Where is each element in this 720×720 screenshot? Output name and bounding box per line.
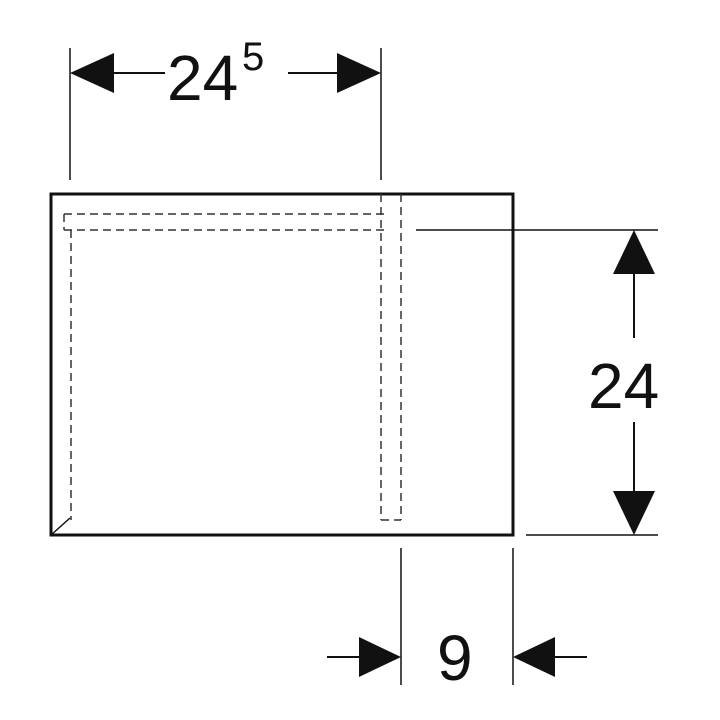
corner-chamfer <box>50 517 71 536</box>
body-outline <box>49 192 515 537</box>
hidden-compartment <box>63 194 402 521</box>
arrowhead-in <box>359 637 401 677</box>
arrowhead-out <box>513 637 555 677</box>
depth-value: 9 <box>437 622 473 694</box>
arrowhead-left <box>70 53 114 93</box>
width-superscript: 5 <box>242 35 264 79</box>
width-dimension: 24 5 <box>69 35 382 180</box>
width-value: 24 <box>167 42 238 114</box>
height-dimension: 24 <box>416 229 659 536</box>
depth-dimension: 9 <box>327 548 587 694</box>
arrowhead-up <box>613 230 655 274</box>
arrowhead-down <box>613 491 655 535</box>
arrowhead-right <box>337 53 381 93</box>
height-value: 24 <box>588 350 659 422</box>
